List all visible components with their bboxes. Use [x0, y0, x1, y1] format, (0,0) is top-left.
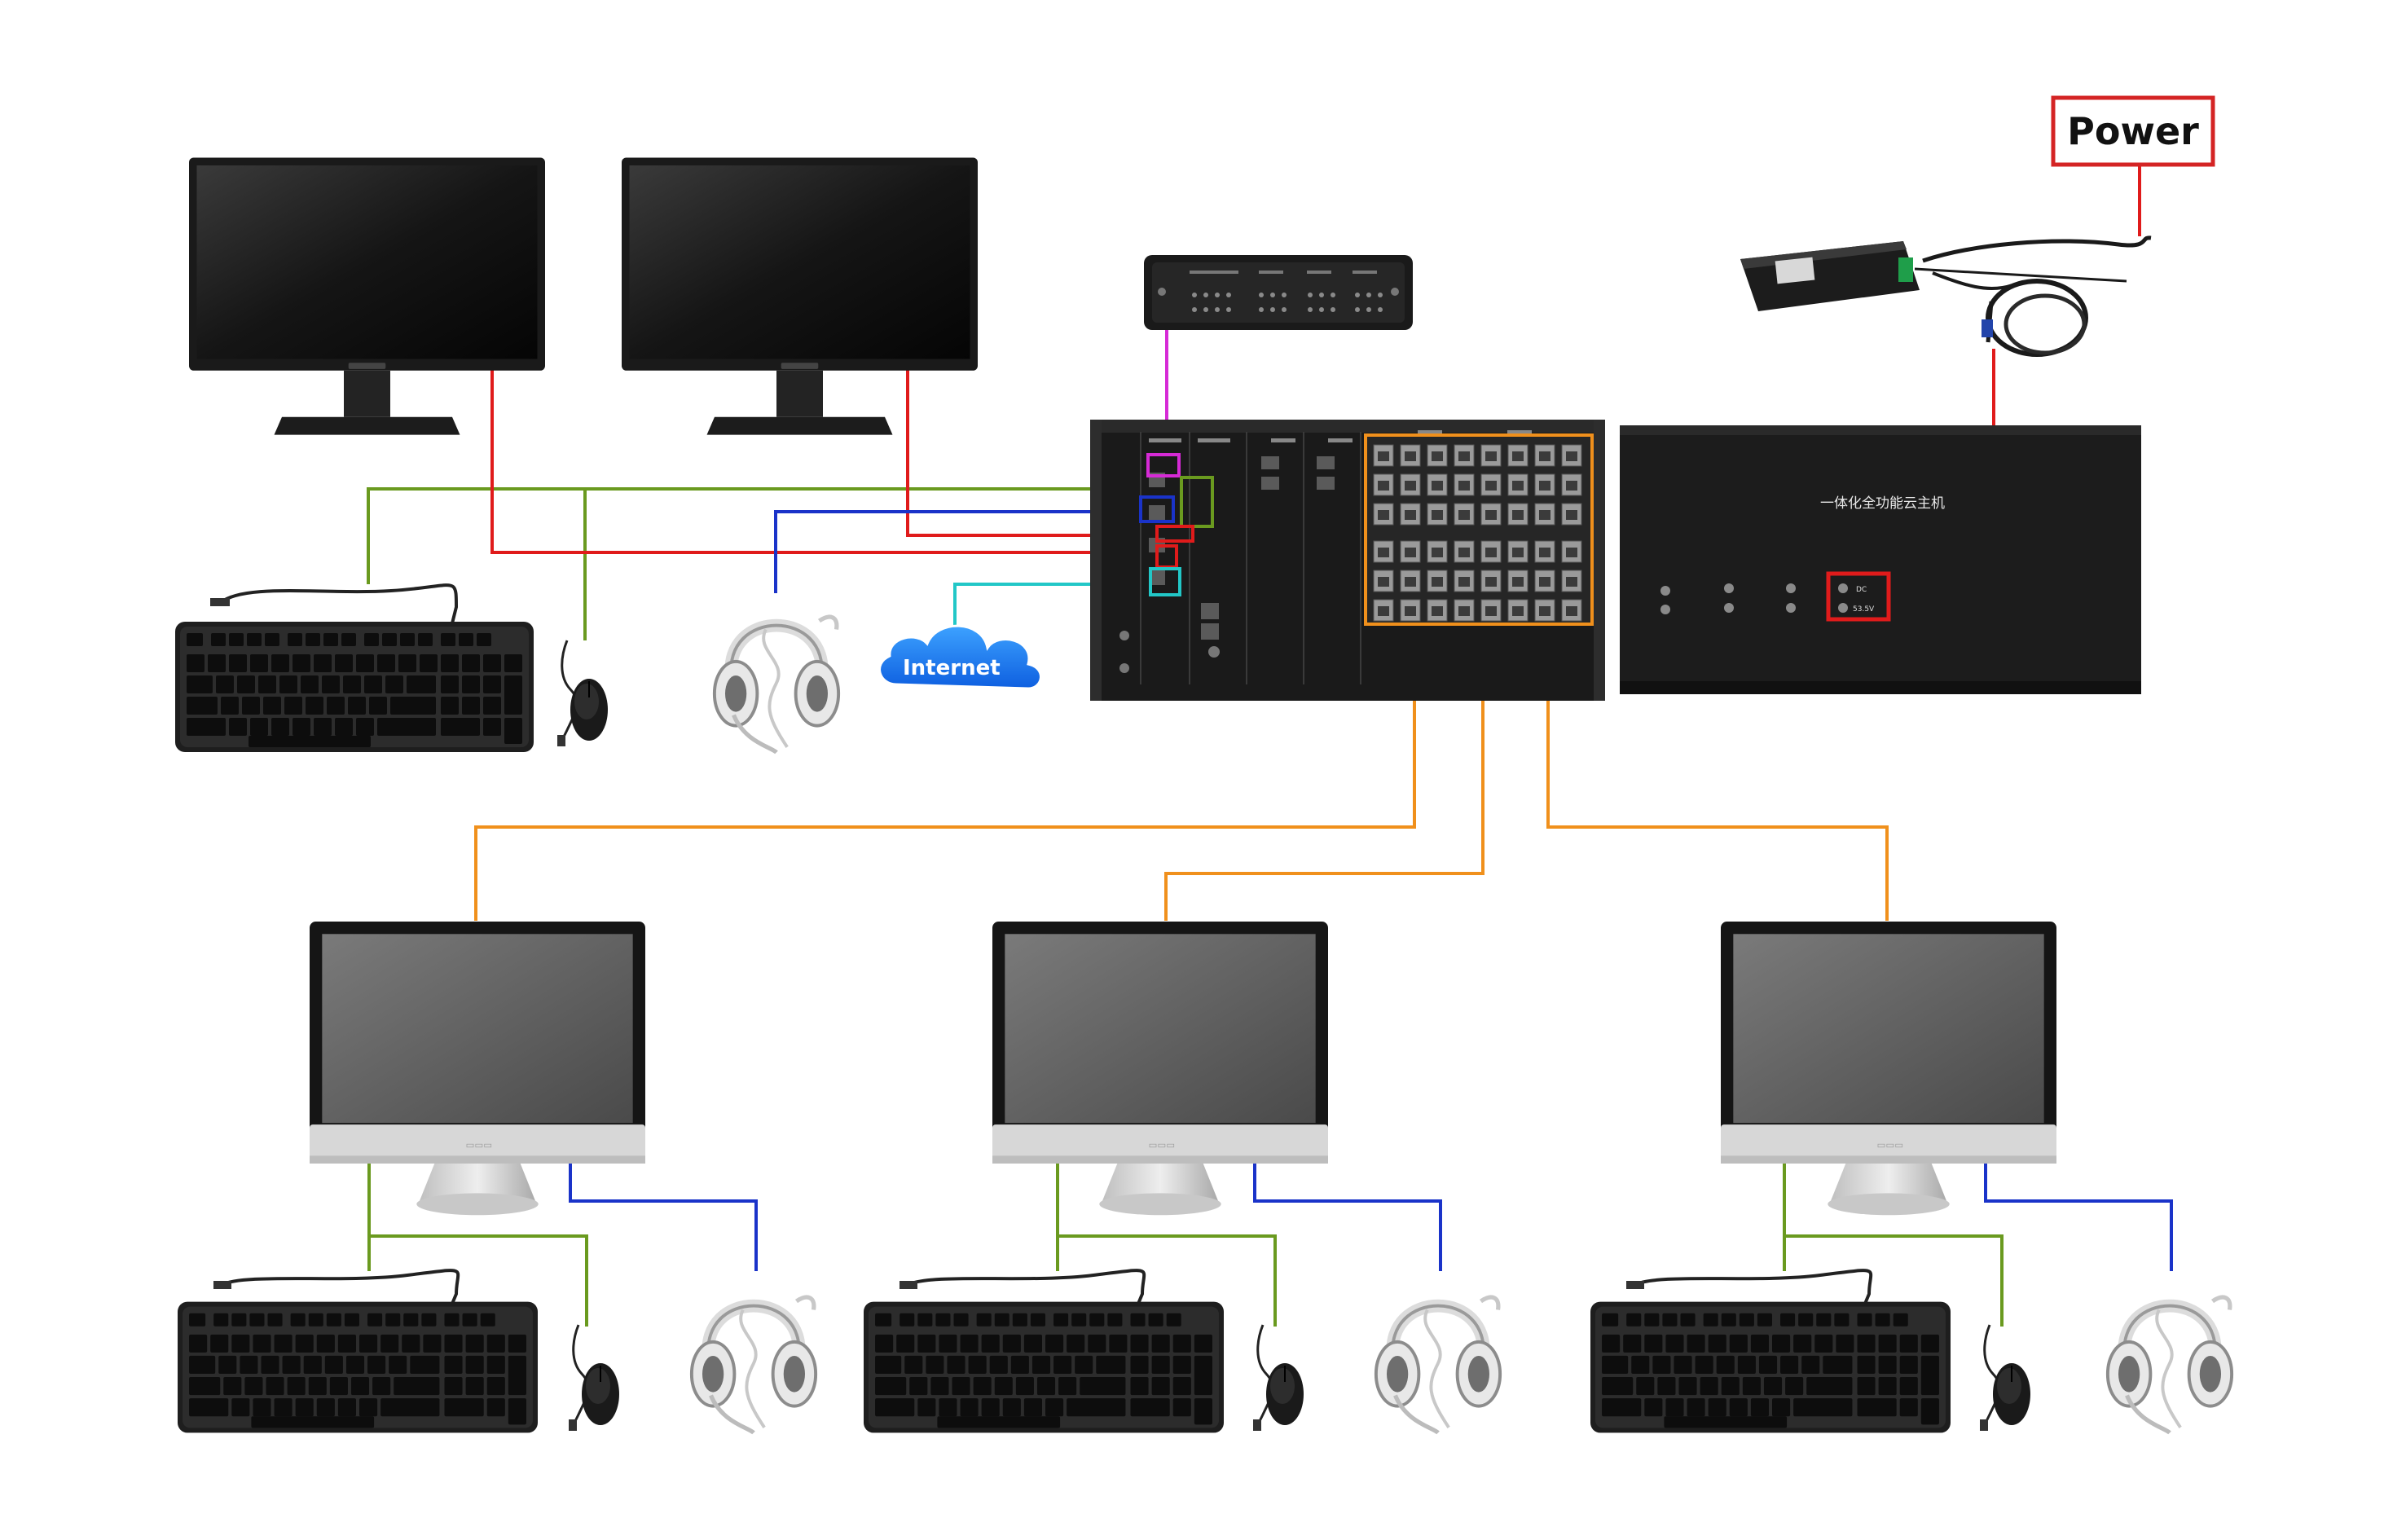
rj45-port	[1427, 540, 1448, 563]
network-wire-internet	[953, 583, 1157, 631]
rj45-port-socket	[1405, 451, 1416, 461]
rj45-port-socket	[1539, 548, 1550, 557]
rj45-port-socket	[1512, 451, 1524, 461]
terminal-wire-3	[1546, 650, 1889, 921]
terminal-3-headset	[2108, 1297, 2232, 1432]
rj45-port-socket	[1378, 577, 1389, 587]
rj45-port-socket	[1512, 481, 1524, 491]
rj45-port-socket	[1432, 577, 1443, 587]
rj45-port-socket	[1378, 548, 1389, 557]
rj45-port-socket	[1485, 451, 1497, 461]
rj45-port-socket	[1458, 606, 1470, 616]
top-mouse	[556, 639, 609, 746]
cloud-host: 一体化全功能云主机 DC 53.5V	[1620, 425, 2141, 694]
rj45-port-socket	[1432, 606, 1443, 616]
rj45-port-socket	[1566, 481, 1577, 491]
port-video-highlight-1	[1155, 525, 1194, 543]
video-wire-monitor-1	[490, 370, 1172, 554]
audio-wire-headset	[774, 510, 1150, 593]
rj45-port-socket	[1405, 606, 1416, 616]
rj45-port-socket	[1405, 548, 1416, 557]
rj45-port-socket	[1539, 510, 1550, 520]
rj45-port-socket	[1539, 577, 1550, 587]
rj45-port-socket	[1458, 510, 1470, 520]
power-adapter	[1740, 235, 2152, 357]
rj45-port-socket	[1485, 577, 1497, 587]
terminal-3	[1721, 921, 2056, 1216]
rj45-port-socket	[1539, 606, 1550, 616]
rj45-port-socket	[1566, 577, 1577, 587]
port-network-highlight	[1149, 567, 1181, 596]
usb-wire-keyboard	[367, 487, 1096, 584]
rj45-port	[1400, 540, 1421, 563]
rj45-port	[1427, 599, 1448, 622]
rj45-port-socket	[1432, 451, 1443, 461]
internet-cloud: Internet	[878, 624, 1042, 690]
rj45-port-socket	[1539, 451, 1550, 461]
terminal-2-mouse	[1251, 1323, 1305, 1432]
port-usb-highlight	[1180, 476, 1214, 528]
rj45-port	[1561, 503, 1582, 526]
rj45-port-socket	[1378, 510, 1389, 520]
terminal-1-mouse	[567, 1323, 621, 1432]
terminal-wire-2	[1164, 650, 1485, 921]
rj45-port-socket	[1566, 548, 1577, 557]
main-chassis	[1090, 420, 1605, 701]
control-panel	[1144, 255, 1413, 330]
rj45-port-socket	[1378, 606, 1389, 616]
rj45-port-socket	[1432, 548, 1443, 557]
rj45-port-socket	[1512, 606, 1524, 616]
port-control-highlight	[1146, 453, 1181, 477]
voltage-label: 53.5V	[1853, 605, 1875, 614]
rj45-port-socket	[1485, 548, 1497, 557]
power-label-box: Power	[2051, 95, 2215, 167]
terminal-1-keyboard	[178, 1269, 538, 1433]
rj45-port-socket	[1378, 451, 1389, 461]
rj45-port-socket	[1485, 481, 1497, 491]
terminal-wire-1	[474, 650, 1416, 921]
rj45-port-socket	[1378, 481, 1389, 491]
rj45-port-socket	[1512, 548, 1524, 557]
terminal-3-mouse	[1978, 1323, 2032, 1432]
rj45-port	[1454, 599, 1475, 622]
terminal-1-headset	[692, 1297, 816, 1432]
monitor-2	[622, 157, 978, 435]
rj45-port-socket	[1458, 481, 1470, 491]
rj45-port-socket	[1566, 510, 1577, 520]
terminal-2-headset	[1376, 1297, 1500, 1432]
rj45-port-socket	[1512, 510, 1524, 520]
patch-panel	[1364, 433, 1594, 626]
video-wire-monitor-2	[906, 370, 1180, 537]
rj45-port-socket	[1458, 548, 1470, 557]
rj45-port-socket	[1566, 451, 1577, 461]
terminal-2	[992, 921, 1328, 1216]
top-keyboard	[175, 583, 534, 752]
patch-panel-highlight	[1364, 433, 1594, 626]
terminal-1	[310, 921, 645, 1216]
rj45-port-socket	[1566, 606, 1577, 616]
rj45-port-socket	[1405, 510, 1416, 520]
rj45-port-socket	[1405, 577, 1416, 587]
internet-label: Internet	[903, 656, 1001, 680]
rj45-port-socket	[1512, 577, 1524, 587]
rj45-port-socket	[1539, 481, 1550, 491]
power-label: Power	[2067, 109, 2199, 153]
terminal-2-keyboard	[864, 1269, 1224, 1433]
rj45-port-socket	[1485, 606, 1497, 616]
terminal-3-keyboard	[1590, 1269, 1951, 1433]
dc-input-highlight	[1826, 571, 1891, 622]
rj45-port-socket	[1432, 510, 1443, 520]
rj45-port-socket	[1405, 481, 1416, 491]
rj45-port-socket	[1458, 451, 1470, 461]
rj45-port-socket	[1458, 577, 1470, 587]
host-title: 一体化全功能云主机	[1820, 495, 1945, 512]
rj45-port-socket	[1485, 510, 1497, 520]
dc-label: DC	[1856, 586, 1867, 594]
rj45-port-socket	[1432, 481, 1443, 491]
rj45-port	[1534, 473, 1555, 496]
top-headset	[715, 617, 838, 752]
port-audio-highlight	[1139, 495, 1175, 523]
